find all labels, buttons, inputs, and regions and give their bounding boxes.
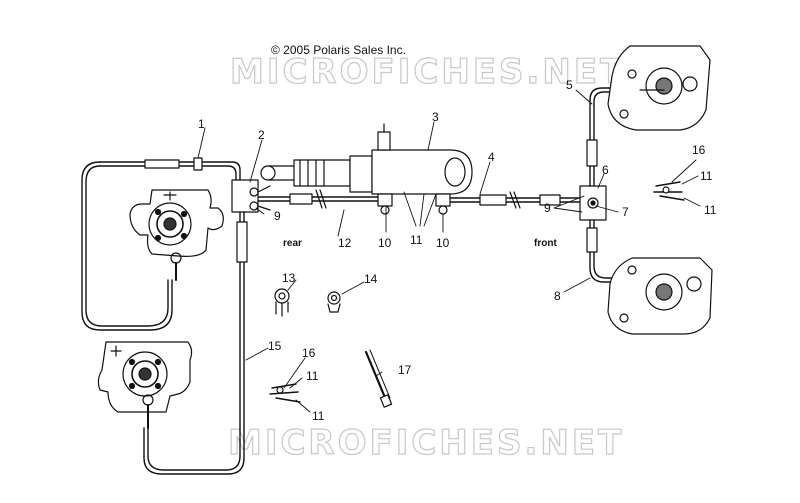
bracket-16-front	[653, 181, 685, 201]
callout-13: 13	[282, 271, 296, 285]
callout-11-rear-lower: 11	[312, 409, 325, 423]
callout-10-right: 10	[436, 236, 450, 250]
callout-4: 4	[488, 150, 495, 164]
watermark-top: MICROFICHES.NET	[229, 51, 627, 92]
callouts: 1 2 3 4 5 6 7 8 9 9 10 10 11 11 11 11 11…	[198, 78, 717, 423]
front-upper-caliper	[586, 45, 711, 187]
cable-tie-17	[364, 349, 393, 408]
front-junction-block	[579, 185, 607, 221]
rear-junction-block	[231, 179, 271, 213]
clamp-13	[274, 288, 290, 317]
rear-upper-caliper	[129, 189, 224, 281]
callout-8: 8	[554, 289, 561, 303]
rear-brake-hose-1	[81, 157, 241, 331]
callout-6: 6	[602, 163, 609, 177]
rear-lower-caliper	[97, 341, 193, 429]
callout-1: 1	[198, 117, 205, 131]
watermark-bottom: MICROFICHES.NET	[227, 422, 625, 463]
callout-5: 5	[566, 78, 573, 92]
label-front: front	[534, 238, 557, 249]
bracket-16-rear	[269, 383, 301, 403]
callout-10-left: 10	[378, 236, 392, 250]
callout-11-center: 11	[410, 233, 423, 247]
callout-15: 15	[268, 339, 282, 353]
callout-11-front-upper: 11	[700, 169, 713, 183]
callout-3: 3	[432, 110, 439, 124]
copyright-notice: © 2005 Polaris Sales Inc.	[271, 43, 406, 57]
callout-17: 17	[398, 363, 412, 377]
front-brake-line-4	[449, 191, 587, 209]
rear-brake-hose-15	[143, 211, 248, 475]
callout-9-rear: 9	[274, 209, 281, 223]
callout-12: 12	[338, 236, 352, 250]
rear-brake-line-12	[257, 189, 381, 209]
front-lower-caliper	[586, 219, 713, 335]
clamp-14	[327, 291, 341, 313]
callout-16-front: 16	[692, 143, 706, 157]
label-rear: rear	[283, 238, 302, 249]
callout-2: 2	[258, 128, 265, 142]
callout-7: 7	[622, 205, 629, 219]
callout-16-rear: 16	[302, 346, 316, 360]
leader-lines	[197, 89, 701, 413]
callout-11-rear-upper: 11	[306, 369, 319, 383]
callout-14: 14	[364, 272, 378, 286]
callout-11-front-lower: 11	[704, 203, 717, 217]
master-cylinder	[260, 123, 473, 215]
callout-9-front: 9	[544, 201, 551, 215]
